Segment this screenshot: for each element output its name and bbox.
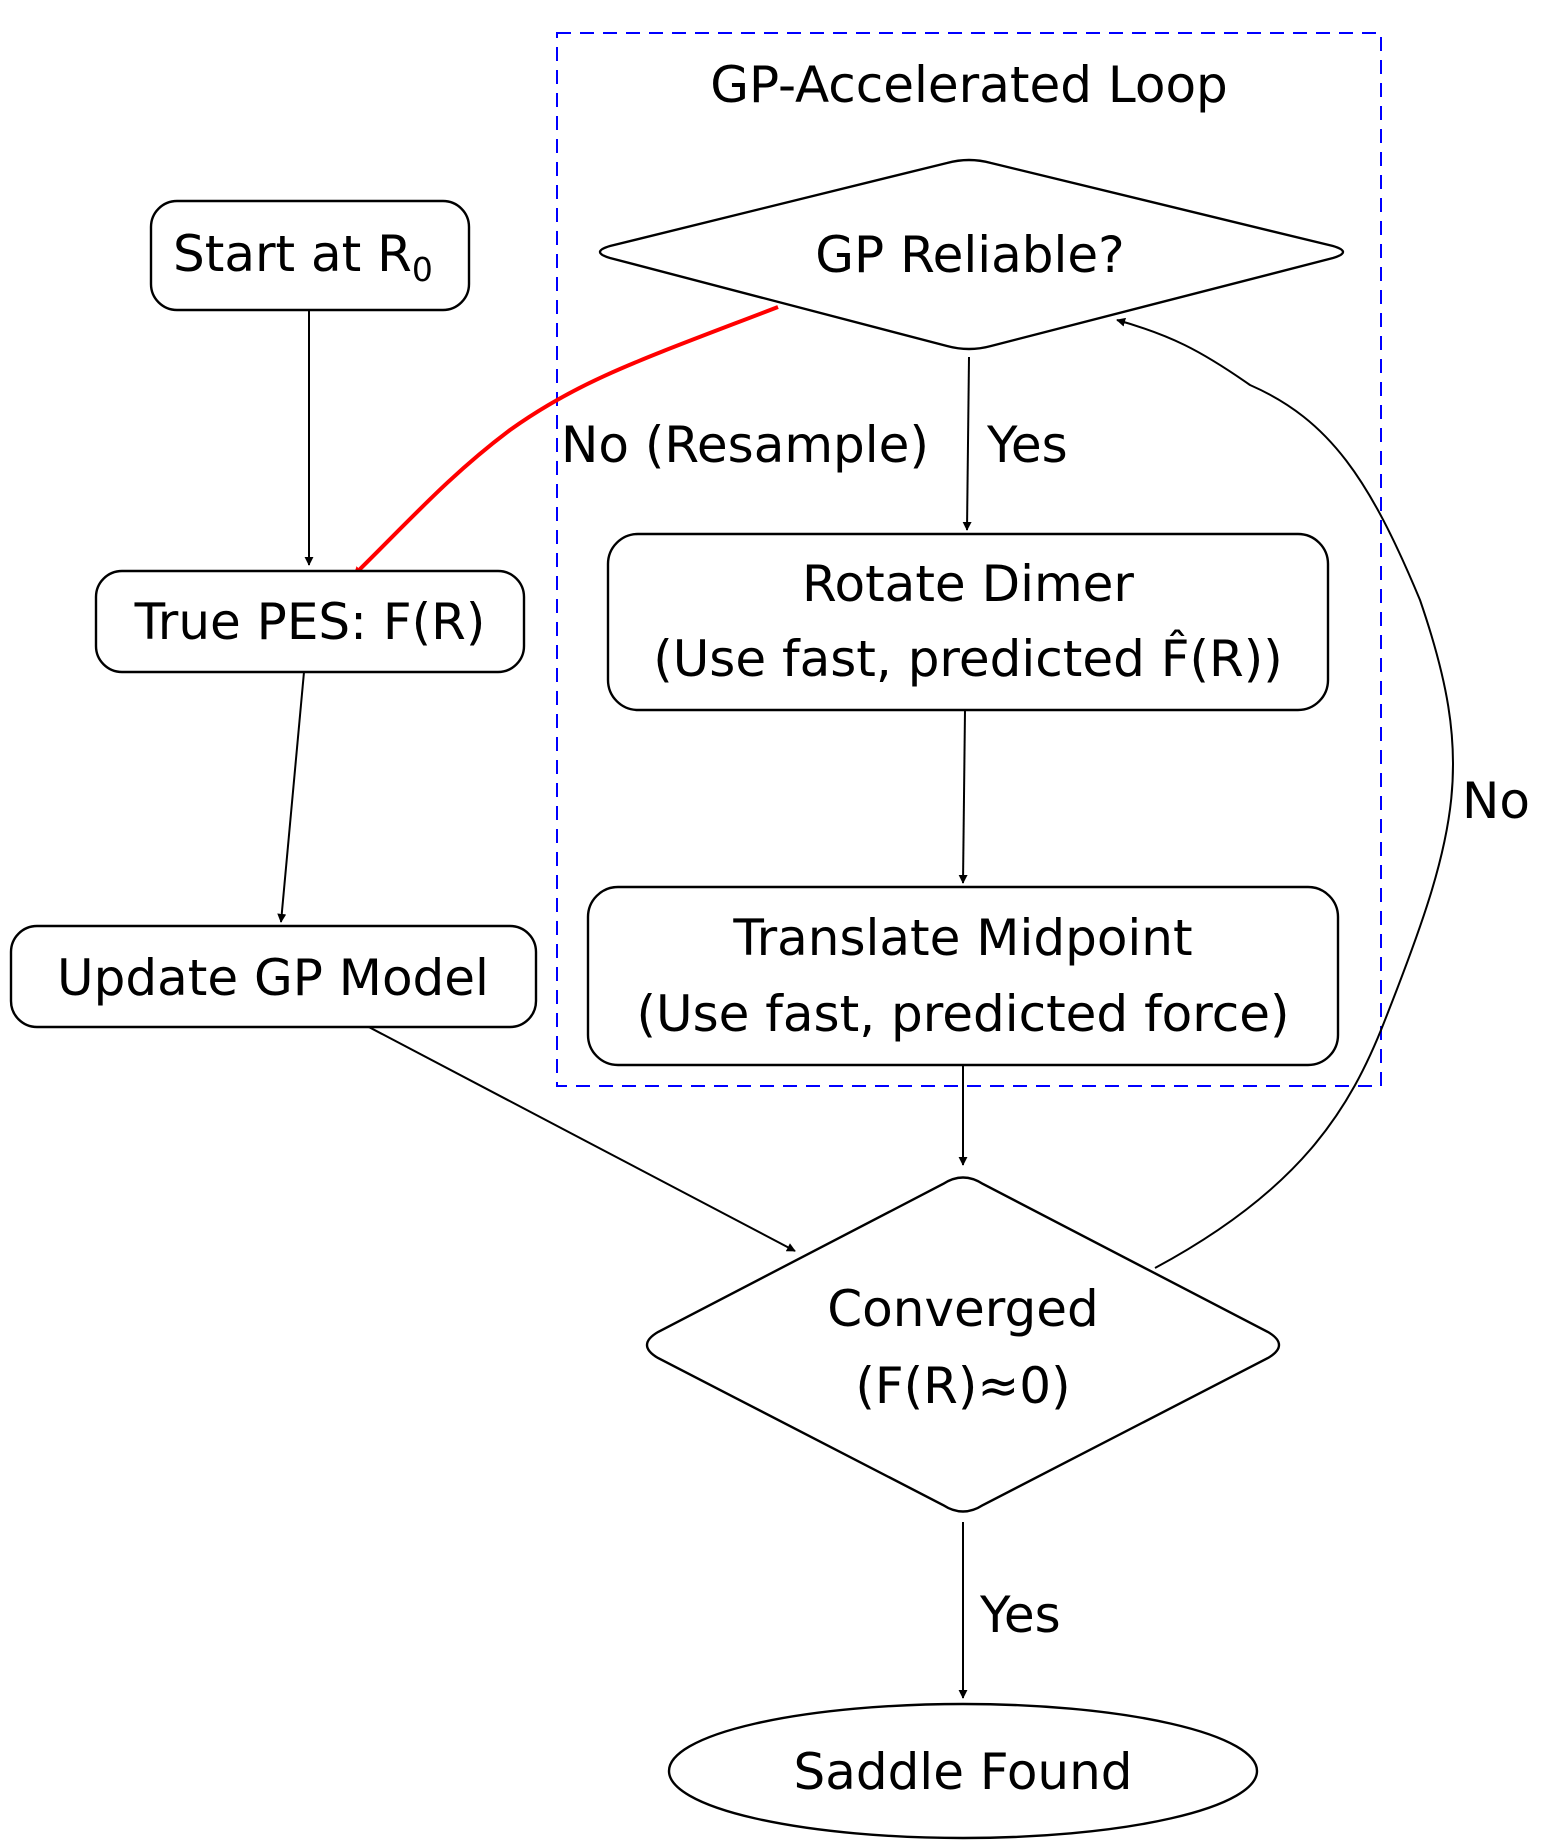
node-rotate-dimer: Rotate Dimer (Use fast, predicted F̂(R)) (606, 532, 1330, 712)
node-update-gp: Update GP Model (9, 924, 538, 1029)
edge-true-pes-to-update-gp (277, 671, 305, 923)
edge-label-yes-reliable: Yes (986, 416, 1068, 474)
node-true-pes-label: True PES: F(R) (134, 593, 486, 651)
node-start-subscript: 0 (412, 250, 433, 289)
edge-reliable-yes-to-rotate (962, 356, 972, 531)
node-saddle-found: Saddle Found (667, 1702, 1259, 1840)
gp-loop-cluster (556, 32, 1382, 1087)
node-converged-line1: Converged (827, 1280, 1098, 1338)
node-gp-reliable: GP Reliable? (598, 158, 1345, 351)
node-converged: Converged (F(R)≈0) (645, 1176, 1281, 1513)
node-rotate-line2: (Use fast, predicted F̂(R)) (653, 629, 1283, 688)
node-start-label: Start at R (173, 225, 412, 283)
node-translate-line1: Translate Midpoint (732, 909, 1192, 967)
edge-update-gp-to-converged (364, 1024, 796, 1252)
edge-label-yes-converged: Yes (979, 1586, 1061, 1644)
node-converged-line2: (F(R)≈0) (855, 1357, 1070, 1415)
node-true-pes: True PES: F(R) (94, 569, 526, 674)
edge-label-no-resample: No (Resample) (561, 416, 929, 474)
node-start: Start at R0 (149, 199, 471, 312)
node-translate-line2: (Use fast, predicted force) (637, 985, 1290, 1043)
edge-rotate-to-translate (958, 709, 968, 884)
node-gp-reliable-label: GP Reliable? (815, 226, 1124, 284)
gp-loop-title: GP-Accelerated Loop (710, 56, 1228, 114)
node-rotate-line1: Rotate Dimer (802, 555, 1134, 613)
node-saddle-label: Saddle Found (793, 1743, 1132, 1801)
edge-converged-no-to-reliable (1116, 317, 1455, 1269)
node-update-gp-label: Update GP Model (57, 949, 489, 1007)
node-translate-midpoint: Translate Midpoint (Use fast, predicted … (586, 885, 1340, 1067)
svg-text:Start at R0: Start at R0 (173, 225, 433, 289)
edge-label-no-converged: No (1462, 772, 1530, 830)
edge-reliable-no-resample-to-true-pes (352, 305, 779, 577)
